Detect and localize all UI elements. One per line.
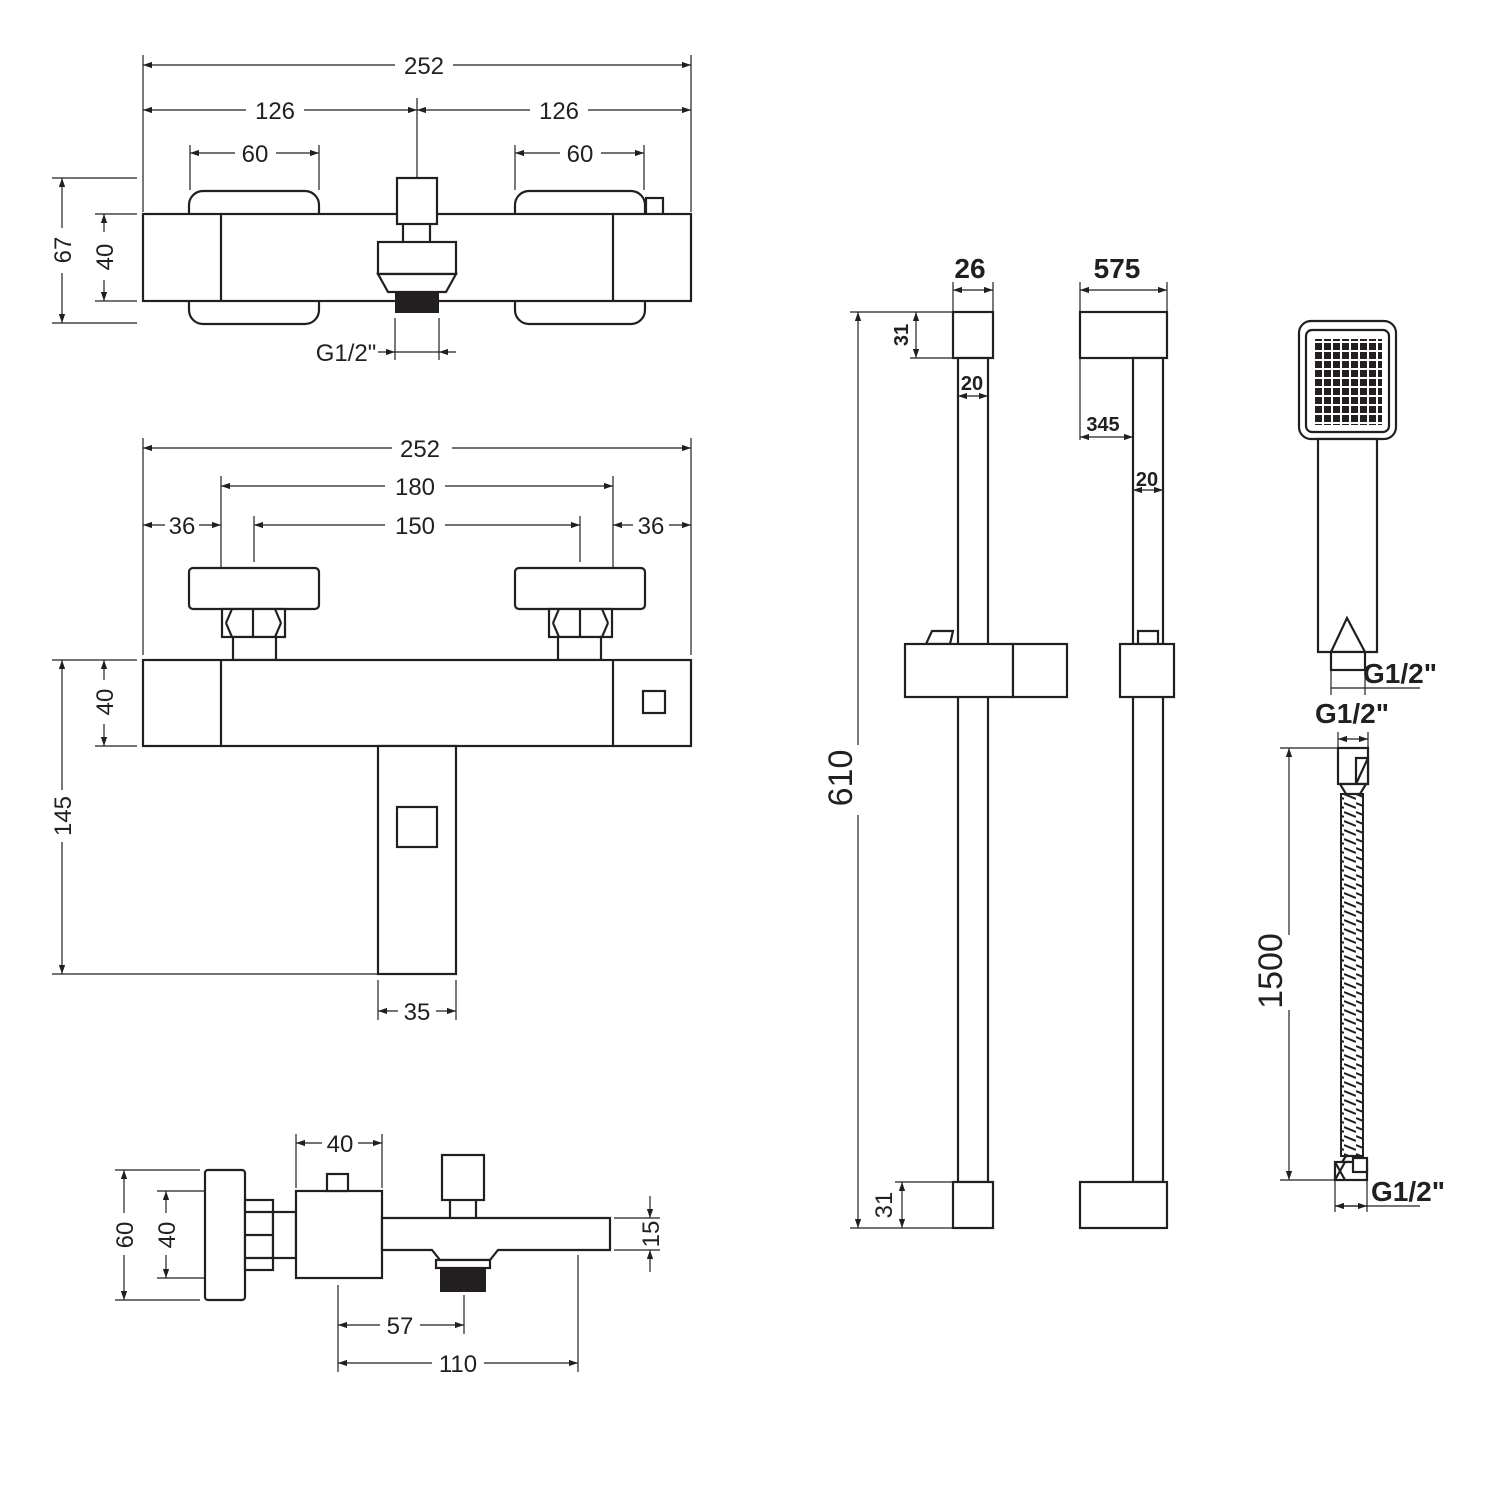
- dim-rail-side-offset: 345: [1086, 414, 1119, 436]
- rail-front-view: 26 31 20 610 31: [822, 253, 1069, 1230]
- dim-top-total-width: 252: [404, 53, 444, 80]
- hose-thread-top-label: G1/2": [1315, 698, 1389, 729]
- dim-front-offset-right: 36: [638, 513, 665, 540]
- dim-front-offset-left: 36: [169, 513, 196, 540]
- dim-side-total-height: 60: [112, 1222, 139, 1249]
- top-view: 252 126 126 60 60 67 40 G1/2": [50, 53, 693, 367]
- dim-side-projection: 110: [439, 1351, 477, 1378]
- dim-top-thread: G1/2": [316, 340, 377, 367]
- dim-rail-bracket-height-bottom: 31: [871, 1192, 898, 1219]
- dim-rail-side-bar: 20: [1136, 469, 1158, 491]
- dim-rail-side-width: 575: [1094, 253, 1141, 284]
- dim-top-handle-left: 60: [242, 141, 269, 168]
- dim-top-half-left: 126: [255, 98, 295, 125]
- dim-top-half-right: 126: [539, 98, 579, 125]
- dim-front-spout-width: 35: [404, 999, 431, 1026]
- handset-thread-label: G1/2": [1363, 658, 1437, 689]
- front-view: 252 180 150 36 36 40 145 35: [50, 436, 693, 1026]
- dim-side-outlet-offset: 57: [387, 1313, 414, 1340]
- dim-hose-length: 1500: [1252, 933, 1290, 1009]
- dim-top-handle-right: 60: [567, 141, 594, 168]
- dim-front-body-height: 40: [92, 689, 119, 716]
- dim-front-handle-spacing-inner: 150: [395, 513, 435, 540]
- dim-front-handle-spacing-outer: 180: [395, 474, 435, 501]
- dim-top-body-height: 40: [92, 244, 119, 271]
- dim-side-body-height: 40: [154, 1222, 181, 1249]
- dim-rail-width: 26: [954, 253, 985, 284]
- dim-front-total-height: 145: [50, 796, 77, 836]
- dim-side-spout-thickness: 15: [638, 1221, 665, 1248]
- dim-top-depth-total: 67: [50, 237, 77, 264]
- dim-rail-bracket-height-top: 31: [891, 324, 913, 346]
- hose-thread-bottom-label: G1/2": [1371, 1176, 1445, 1207]
- dim-rail-bar-width: 20: [961, 373, 983, 395]
- rail-side-view: 575 345 20: [1078, 253, 1176, 1230]
- dim-front-total-width: 252: [400, 436, 440, 463]
- side-view: 40 60 40 15 57 110: [112, 1131, 665, 1378]
- hand-shower: G1/2": [1297, 319, 1437, 695]
- shower-hose: G1/2" 1500 G1/2": [1252, 698, 1445, 1212]
- dim-rail-length: 610: [822, 750, 860, 807]
- dim-side-body-width: 40: [327, 1131, 354, 1158]
